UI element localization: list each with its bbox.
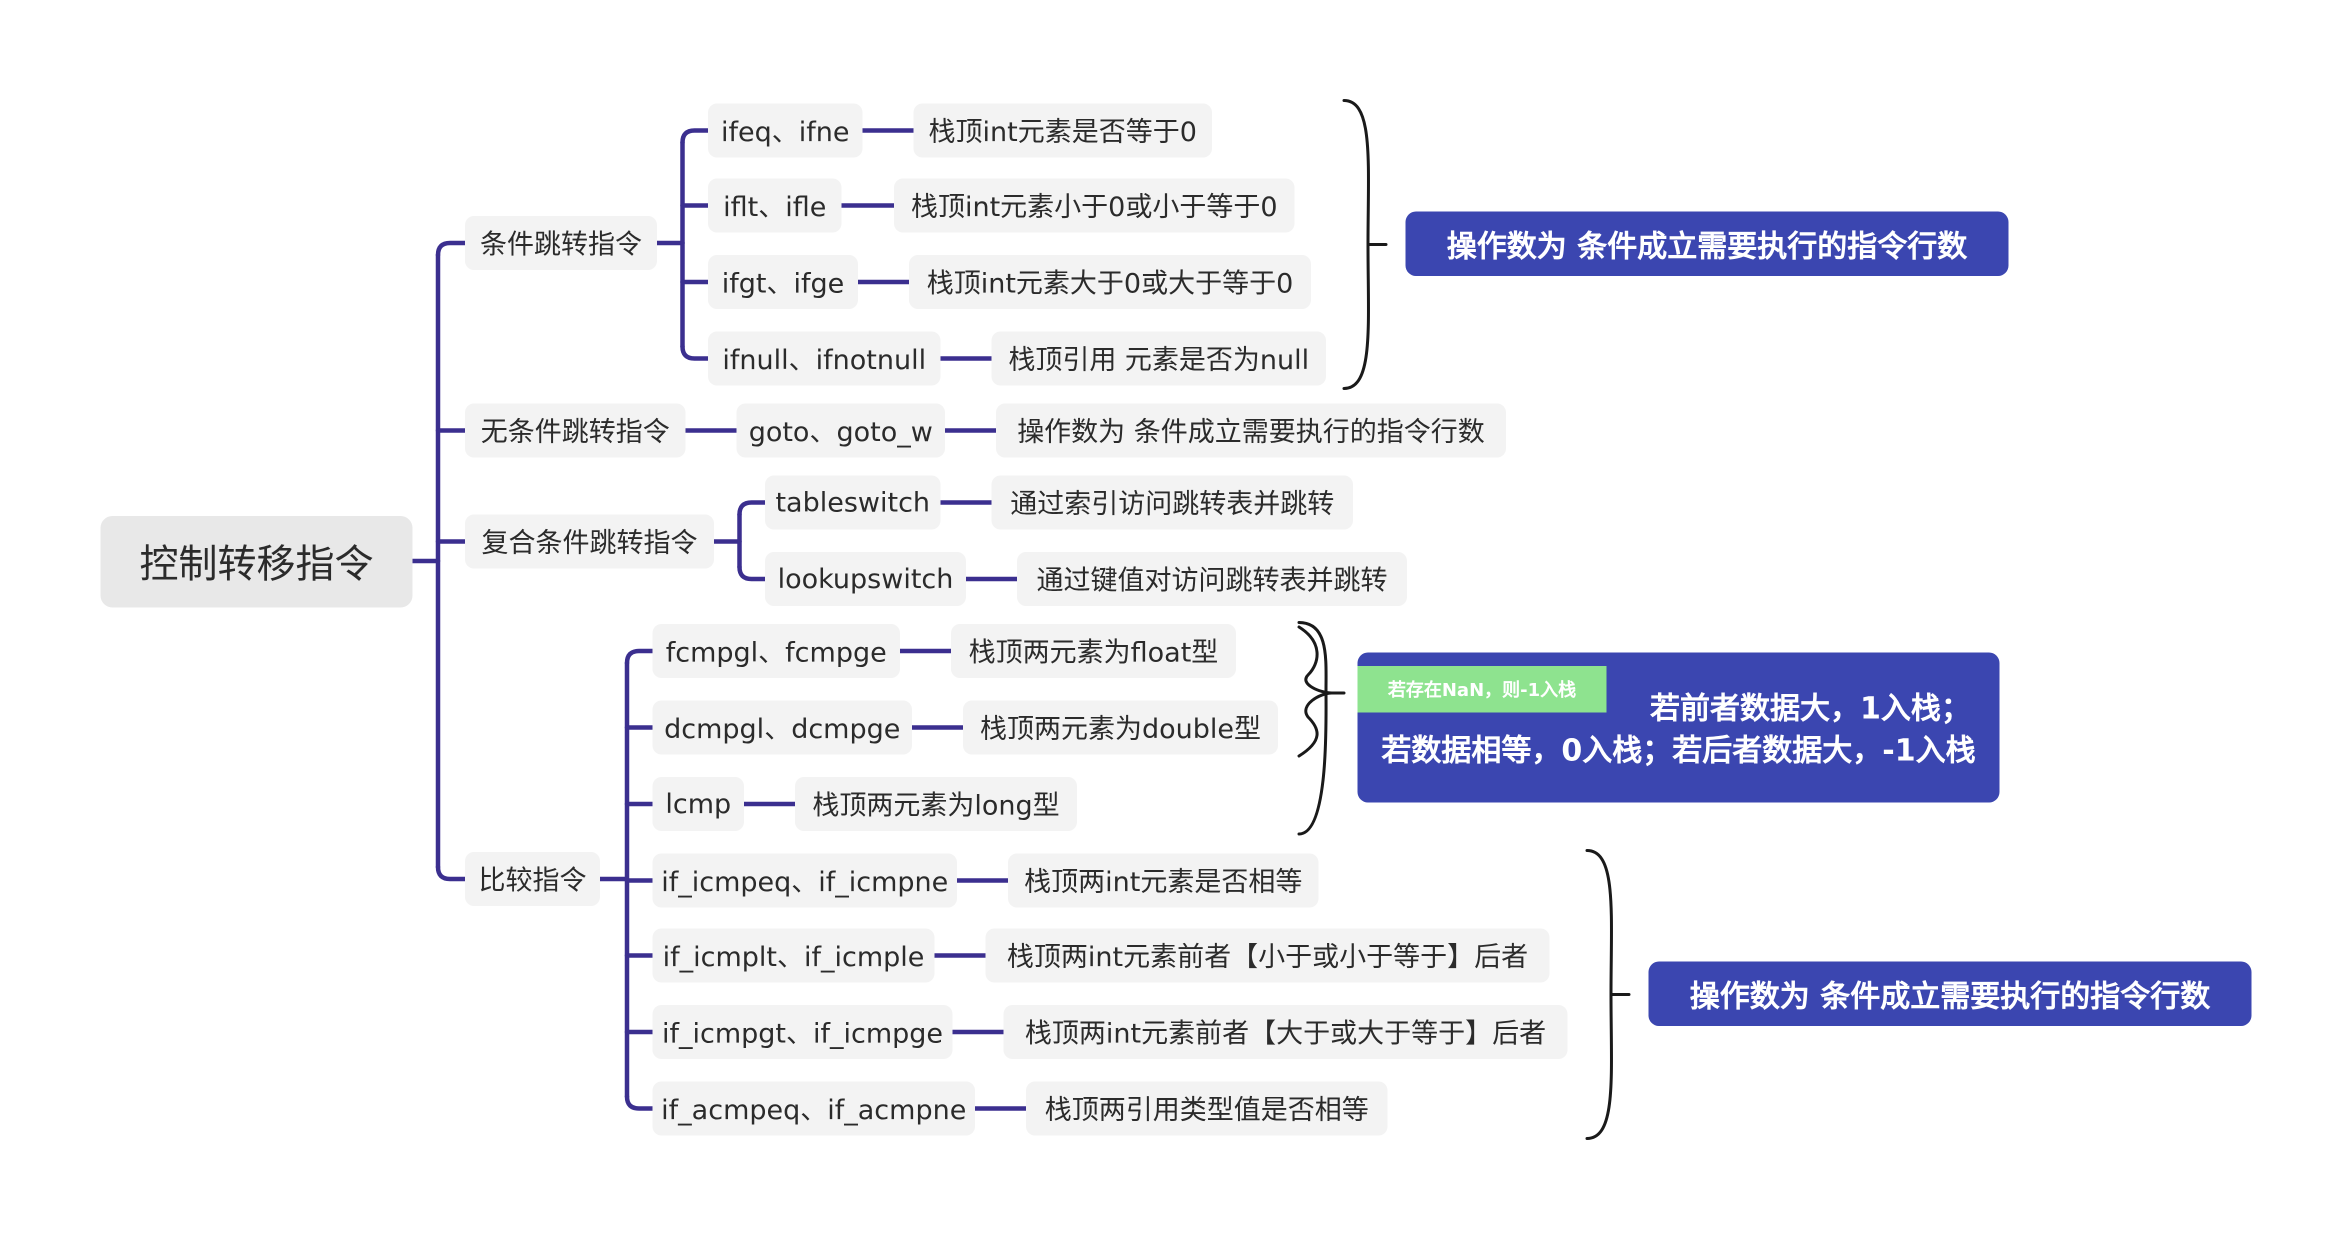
description-lcmp[interactable]: 栈顶两元素为long型 (795, 777, 1077, 831)
instruction-if-icmpeq[interactable]: if_icmpeq、if_icmpne (652, 853, 957, 908)
edge-root-cat4 (435, 864, 468, 882)
description-ifeq-ifne[interactable]: 栈顶int元素是否等于0 (913, 103, 1212, 158)
instruction-tableswitch[interactable]: tableswitch (765, 475, 941, 530)
description-if-icmplt[interactable]: 栈顶两int元素前者【小于或小于等于】后者 (985, 928, 1550, 983)
description-iflt-ifle[interactable]: 栈顶int元素小于0或小于等于0 (894, 178, 1295, 233)
brace-compare (1297, 621, 1328, 836)
instruction-ifgt-ifge[interactable]: ifgt、ifge (708, 255, 858, 309)
brace-conditional (1342, 99, 1370, 390)
edge-cat4-ins8 (624, 648, 655, 666)
description-tableswitch[interactable]: 通过索引访问跳转表并跳转 (991, 475, 1353, 530)
edge-cat4-ins14 (624, 1094, 655, 1111)
brace-compare-inner (1297, 625, 1333, 758)
instruction-if-acmp[interactable]: if_acmpeq、if_acmpne (652, 1081, 975, 1136)
edge-cat3-ins6 (737, 500, 768, 517)
description-dcmp[interactable]: 栈顶两元素为double型 (963, 700, 1278, 755)
category-conditional-jump[interactable]: 条件跳转指令 (465, 216, 657, 270)
instruction-ifeq-ifne[interactable]: ifeq、ifne (708, 103, 863, 158)
summary-conditional-operand[interactable]: 操作数为 条件成立需要执行的指令行数 (1405, 211, 2009, 276)
description-fcmp[interactable]: 栈顶两元素为float型 (951, 624, 1236, 678)
description-if-icmpeq[interactable]: 栈顶两int元素是否相等 (1008, 853, 1319, 908)
description-ifgt-ifge[interactable]: 栈顶int元素大于0或大于等于0 (909, 255, 1311, 309)
instruction-iflt-ifle[interactable]: iflt、ifle (708, 178, 842, 233)
edge-cat3-ins7 (737, 564, 768, 582)
instruction-if-icmpgt[interactable]: if_icmpgt、if_icmpge (652, 1005, 953, 1059)
category-compare[interactable]: 比较指令 (465, 852, 600, 906)
nan-note-tag[interactable]: 若存在NaN，则-1入栈 (1357, 666, 1607, 713)
description-if-acmp[interactable]: 栈顶两引用类型值是否相等 (1026, 1081, 1388, 1136)
instruction-lcmp[interactable]: lcmp (652, 777, 744, 831)
brace-int-compare (1585, 849, 1613, 1140)
edge-root-cat1 (435, 240, 468, 258)
instruction-goto[interactable]: goto、goto_w (736, 403, 945, 458)
summary-int-compare-operand[interactable]: 操作数为 条件成立需要执行的指令行数 (1648, 961, 2252, 1026)
description-lookupswitch[interactable]: 通过键值对访问跳转表并跳转 (1017, 552, 1407, 606)
instruction-lookupswitch[interactable]: lookupswitch (765, 552, 966, 606)
description-if-icmpgt[interactable]: 栈顶两int元素前者【大于或大于等于】后者 (1003, 1005, 1568, 1059)
edge-cat1-ins1 (680, 128, 711, 145)
category-compound-conditional-jump[interactable]: 复合条件跳转指令 (465, 514, 714, 569)
instruction-fcmp[interactable]: fcmpgl、fcmpge (652, 624, 900, 678)
description-ifnull-ifnotnull[interactable]: 栈顶引用 元素是否为null (991, 331, 1326, 386)
instruction-ifnull-ifnotnull[interactable]: ifnull、ifnotnull (708, 331, 941, 386)
root-node[interactable]: 控制转移指令 (100, 516, 413, 608)
category-unconditional-jump[interactable]: 无条件跳转指令 (465, 403, 686, 458)
summary-compare-text: 若前者数据大，1入栈；若数据相等，0入栈；若后者数据大，-1入栈 (1381, 690, 1976, 768)
description-goto[interactable]: 操作数为 条件成立需要执行的指令行数 (996, 403, 1506, 458)
edge-cat1-ins4 (680, 344, 711, 361)
instruction-dcmp[interactable]: dcmpgl、dcmpge (652, 700, 912, 755)
instruction-if-icmplt[interactable]: if_icmplt、if_icmple (652, 928, 935, 983)
